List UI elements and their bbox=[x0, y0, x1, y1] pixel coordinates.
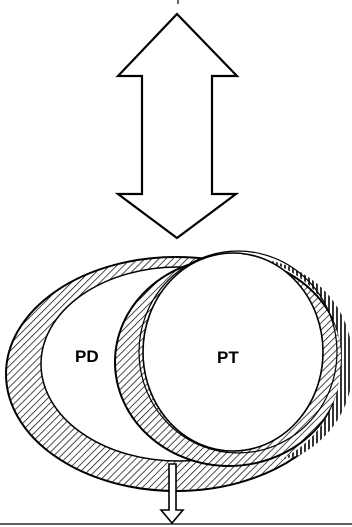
down-arrow-icon bbox=[159, 463, 185, 525]
pd-label: PD bbox=[75, 347, 99, 366]
pt-ring bbox=[114, 250, 352, 467]
pt-label: PT bbox=[217, 348, 239, 367]
double-headed-vertical-arrow-icon bbox=[114, 12, 240, 240]
